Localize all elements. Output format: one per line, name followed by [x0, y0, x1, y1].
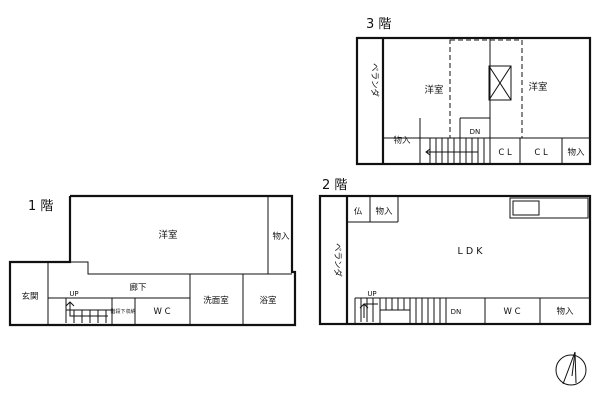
- floor-2-storage-bottom: 物入: [556, 306, 574, 317]
- floor-1-entrance: 玄関: [21, 291, 38, 302]
- floor-3-void: [449, 39, 523, 139]
- floor-3-storage-left: 物入: [393, 135, 411, 146]
- floor-2-outline: [318, 194, 592, 326]
- floor-1-stair-up: UP: [69, 290, 78, 298]
- floor-2-altar: 仏: [354, 207, 363, 217]
- floor-3-stair-dn: DN: [470, 128, 481, 136]
- floor-2-wc: W C: [503, 307, 520, 317]
- floor-3-western-left: 洋室: [424, 84, 443, 96]
- floor-3-stair: [425, 138, 485, 164]
- floor-2-ldk: L D K: [458, 246, 484, 257]
- floor-3-balcony: ベランダ: [369, 63, 380, 98]
- floor-2-stair: [359, 298, 447, 324]
- floor-3: 3 階 ベランダ: [355, 17, 592, 166]
- north-arrow-icon: [555, 351, 587, 386]
- floor-3-western-right: 洋室: [528, 81, 547, 93]
- floor-1-storage: 物入: [272, 231, 290, 242]
- floor-1-washroom: 洗面室: [203, 295, 229, 306]
- floor-2-title: 2 階: [322, 178, 347, 193]
- floor-3-closet-1: C L: [498, 148, 512, 158]
- floor-1-wc: W C: [153, 307, 170, 317]
- floor-1-western: 洋室: [158, 229, 177, 241]
- floor-2-storage-top: 物入: [375, 206, 393, 217]
- floor-3-outline: [355, 36, 592, 166]
- floor-3-title: 3 階: [366, 17, 391, 32]
- floor-2-balcony: ベランダ: [332, 243, 343, 278]
- floor-3-storage-right: 物入: [567, 147, 585, 158]
- floor-1-title: 1 階: [28, 199, 53, 214]
- floor-1: 1 階 洋室 物入 玄関 廊下 UP 階段下収納 W C: [8, 194, 297, 327]
- floor-1-stair: [65, 298, 112, 323]
- floor-2-stair-dn: DN: [451, 308, 462, 316]
- floor-1-hallway: 廊下: [129, 282, 147, 293]
- floor-1-under-stair-storage: 階段下収納: [110, 308, 135, 315]
- floor-1-outline: [8, 194, 297, 327]
- floor-2-stair-up: UP: [367, 290, 376, 298]
- floor-1-bathroom: 浴室: [259, 295, 277, 306]
- floor-3-void-cross: [488, 65, 512, 101]
- floor-2: 2 階 ベランダ 仏 物入 L D K: [318, 178, 592, 326]
- floor-3-closet-2: C L: [534, 148, 548, 158]
